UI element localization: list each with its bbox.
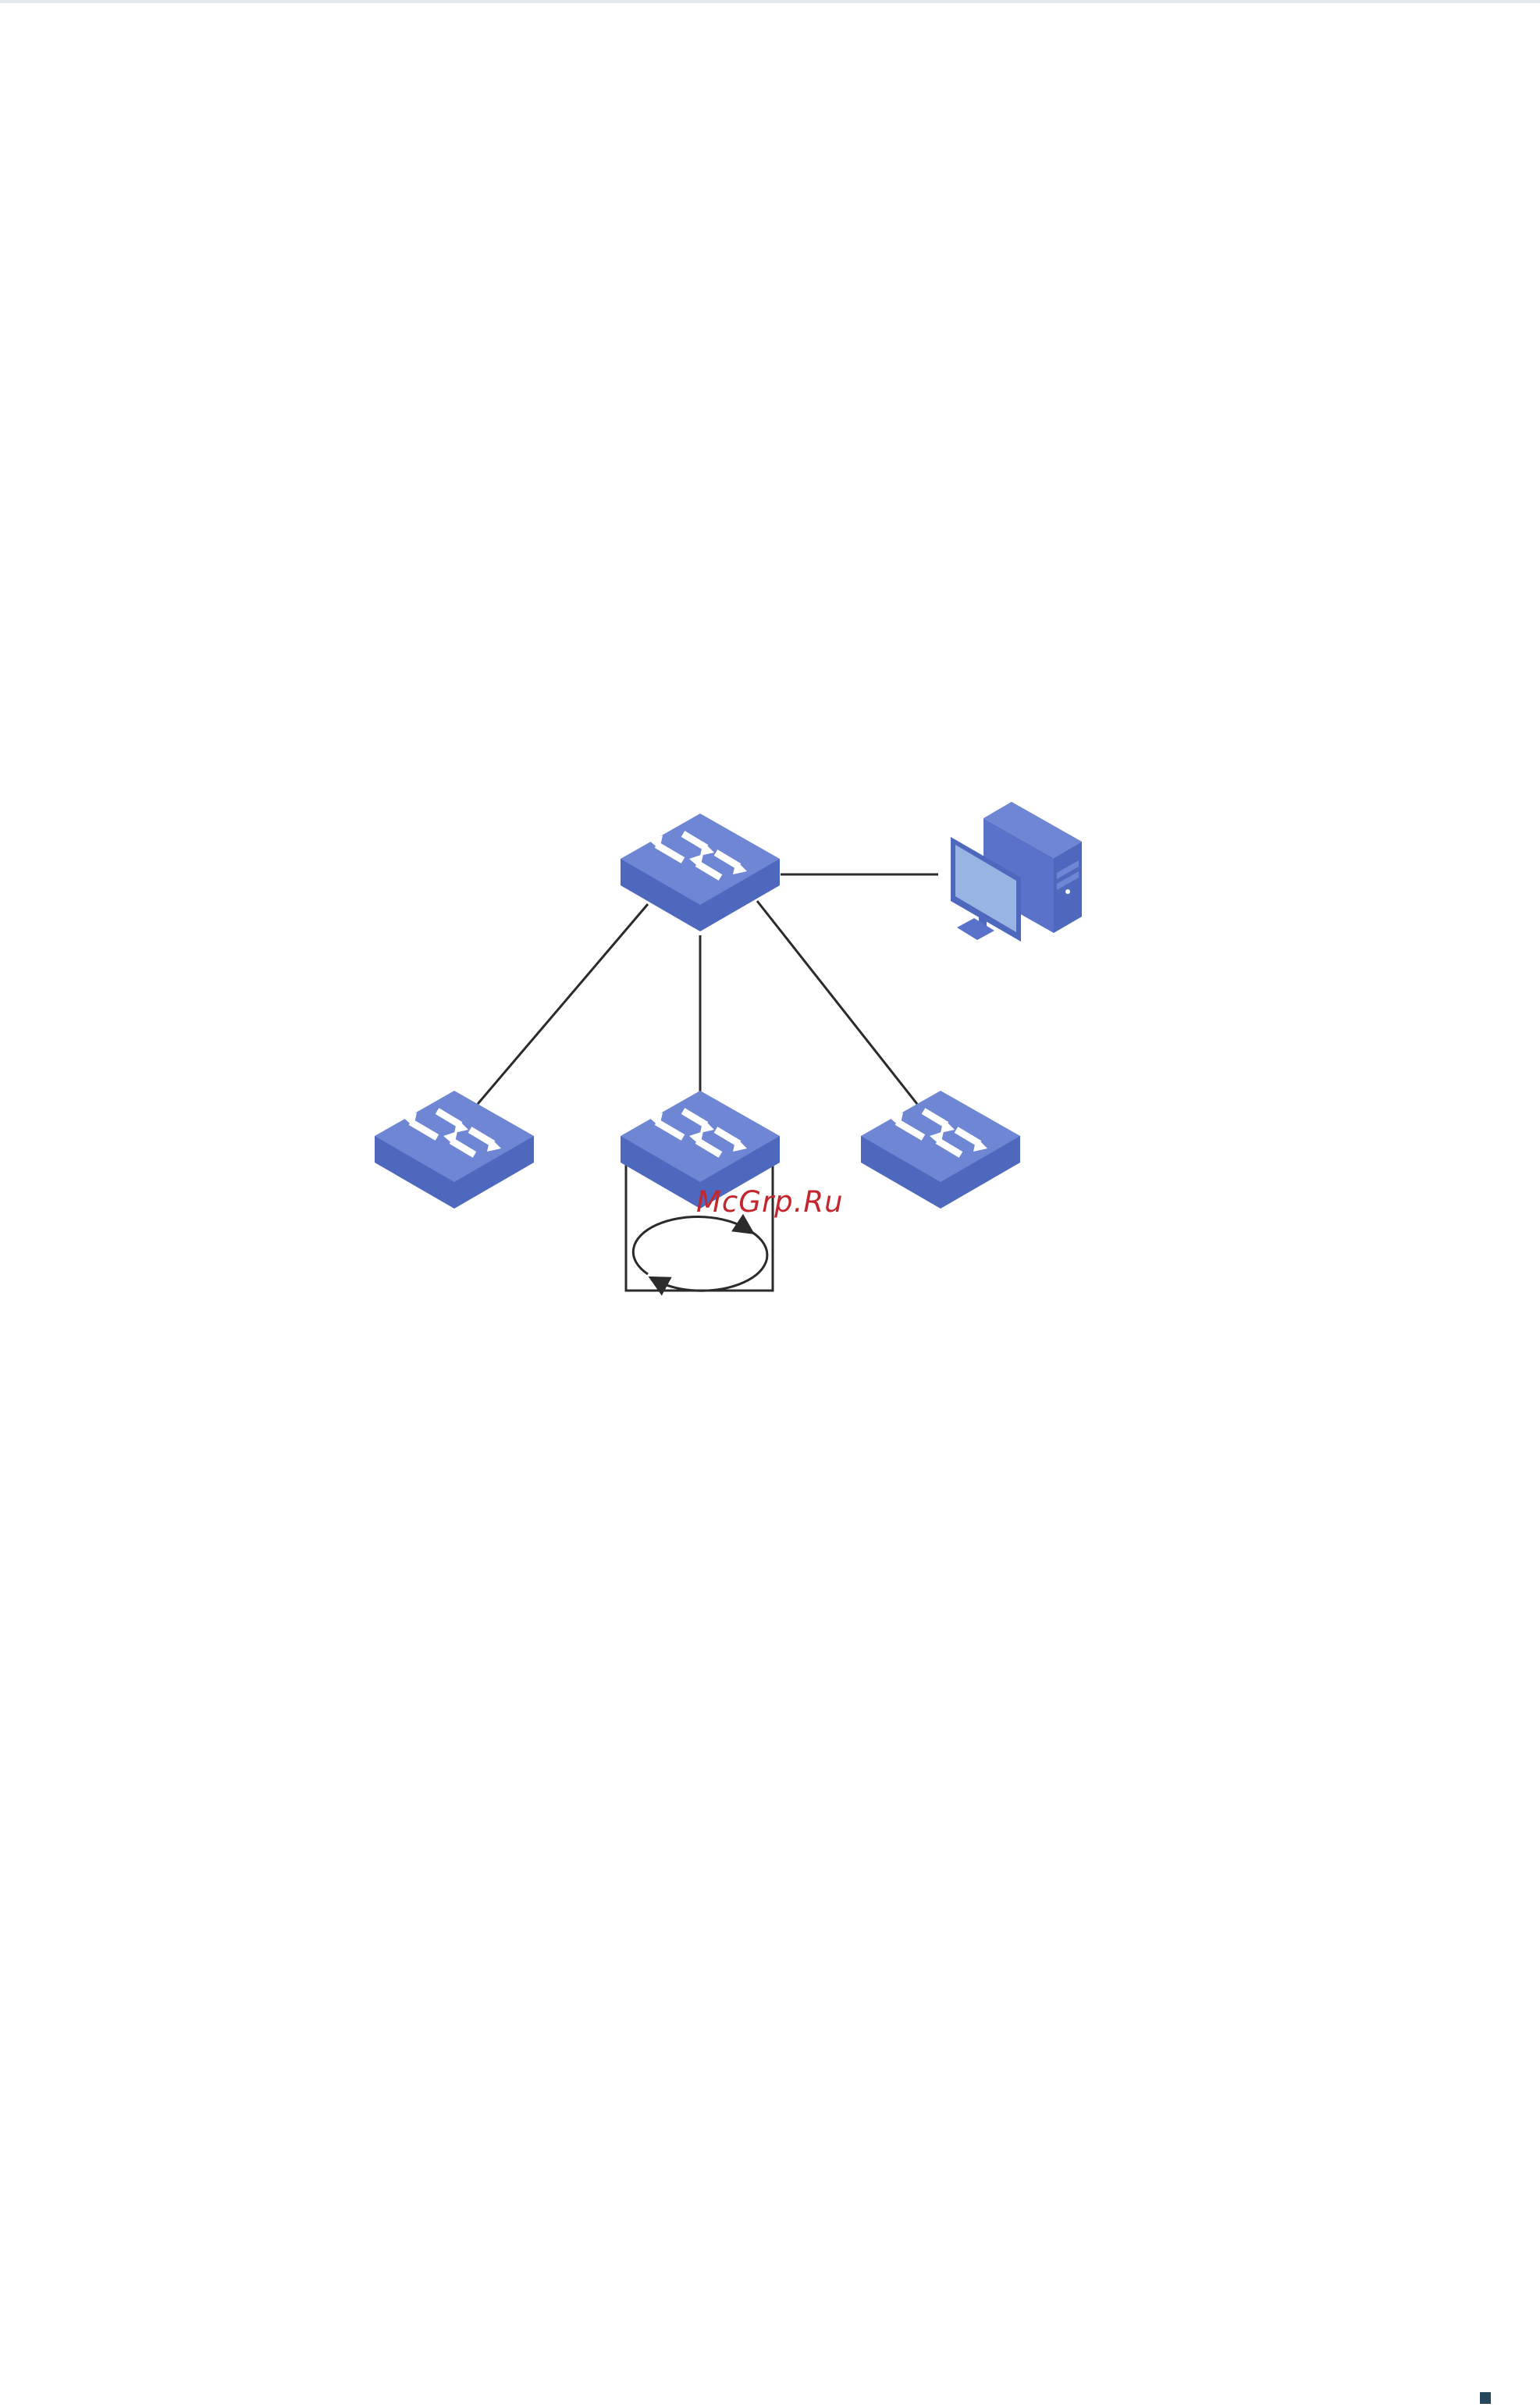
link-root-right	[757, 901, 917, 1104]
loop-arrows-icon	[633, 1216, 767, 1291]
root-switch-icon	[621, 814, 780, 931]
link-root-left	[478, 904, 648, 1104]
pc-computer-icon	[951, 802, 1082, 942]
left-switch-icon	[375, 1091, 534, 1209]
watermark-text: McGrp.Ru	[696, 1185, 844, 1219]
corner-mark	[1480, 2392, 1491, 2404]
right-switch-icon	[861, 1091, 1020, 1209]
